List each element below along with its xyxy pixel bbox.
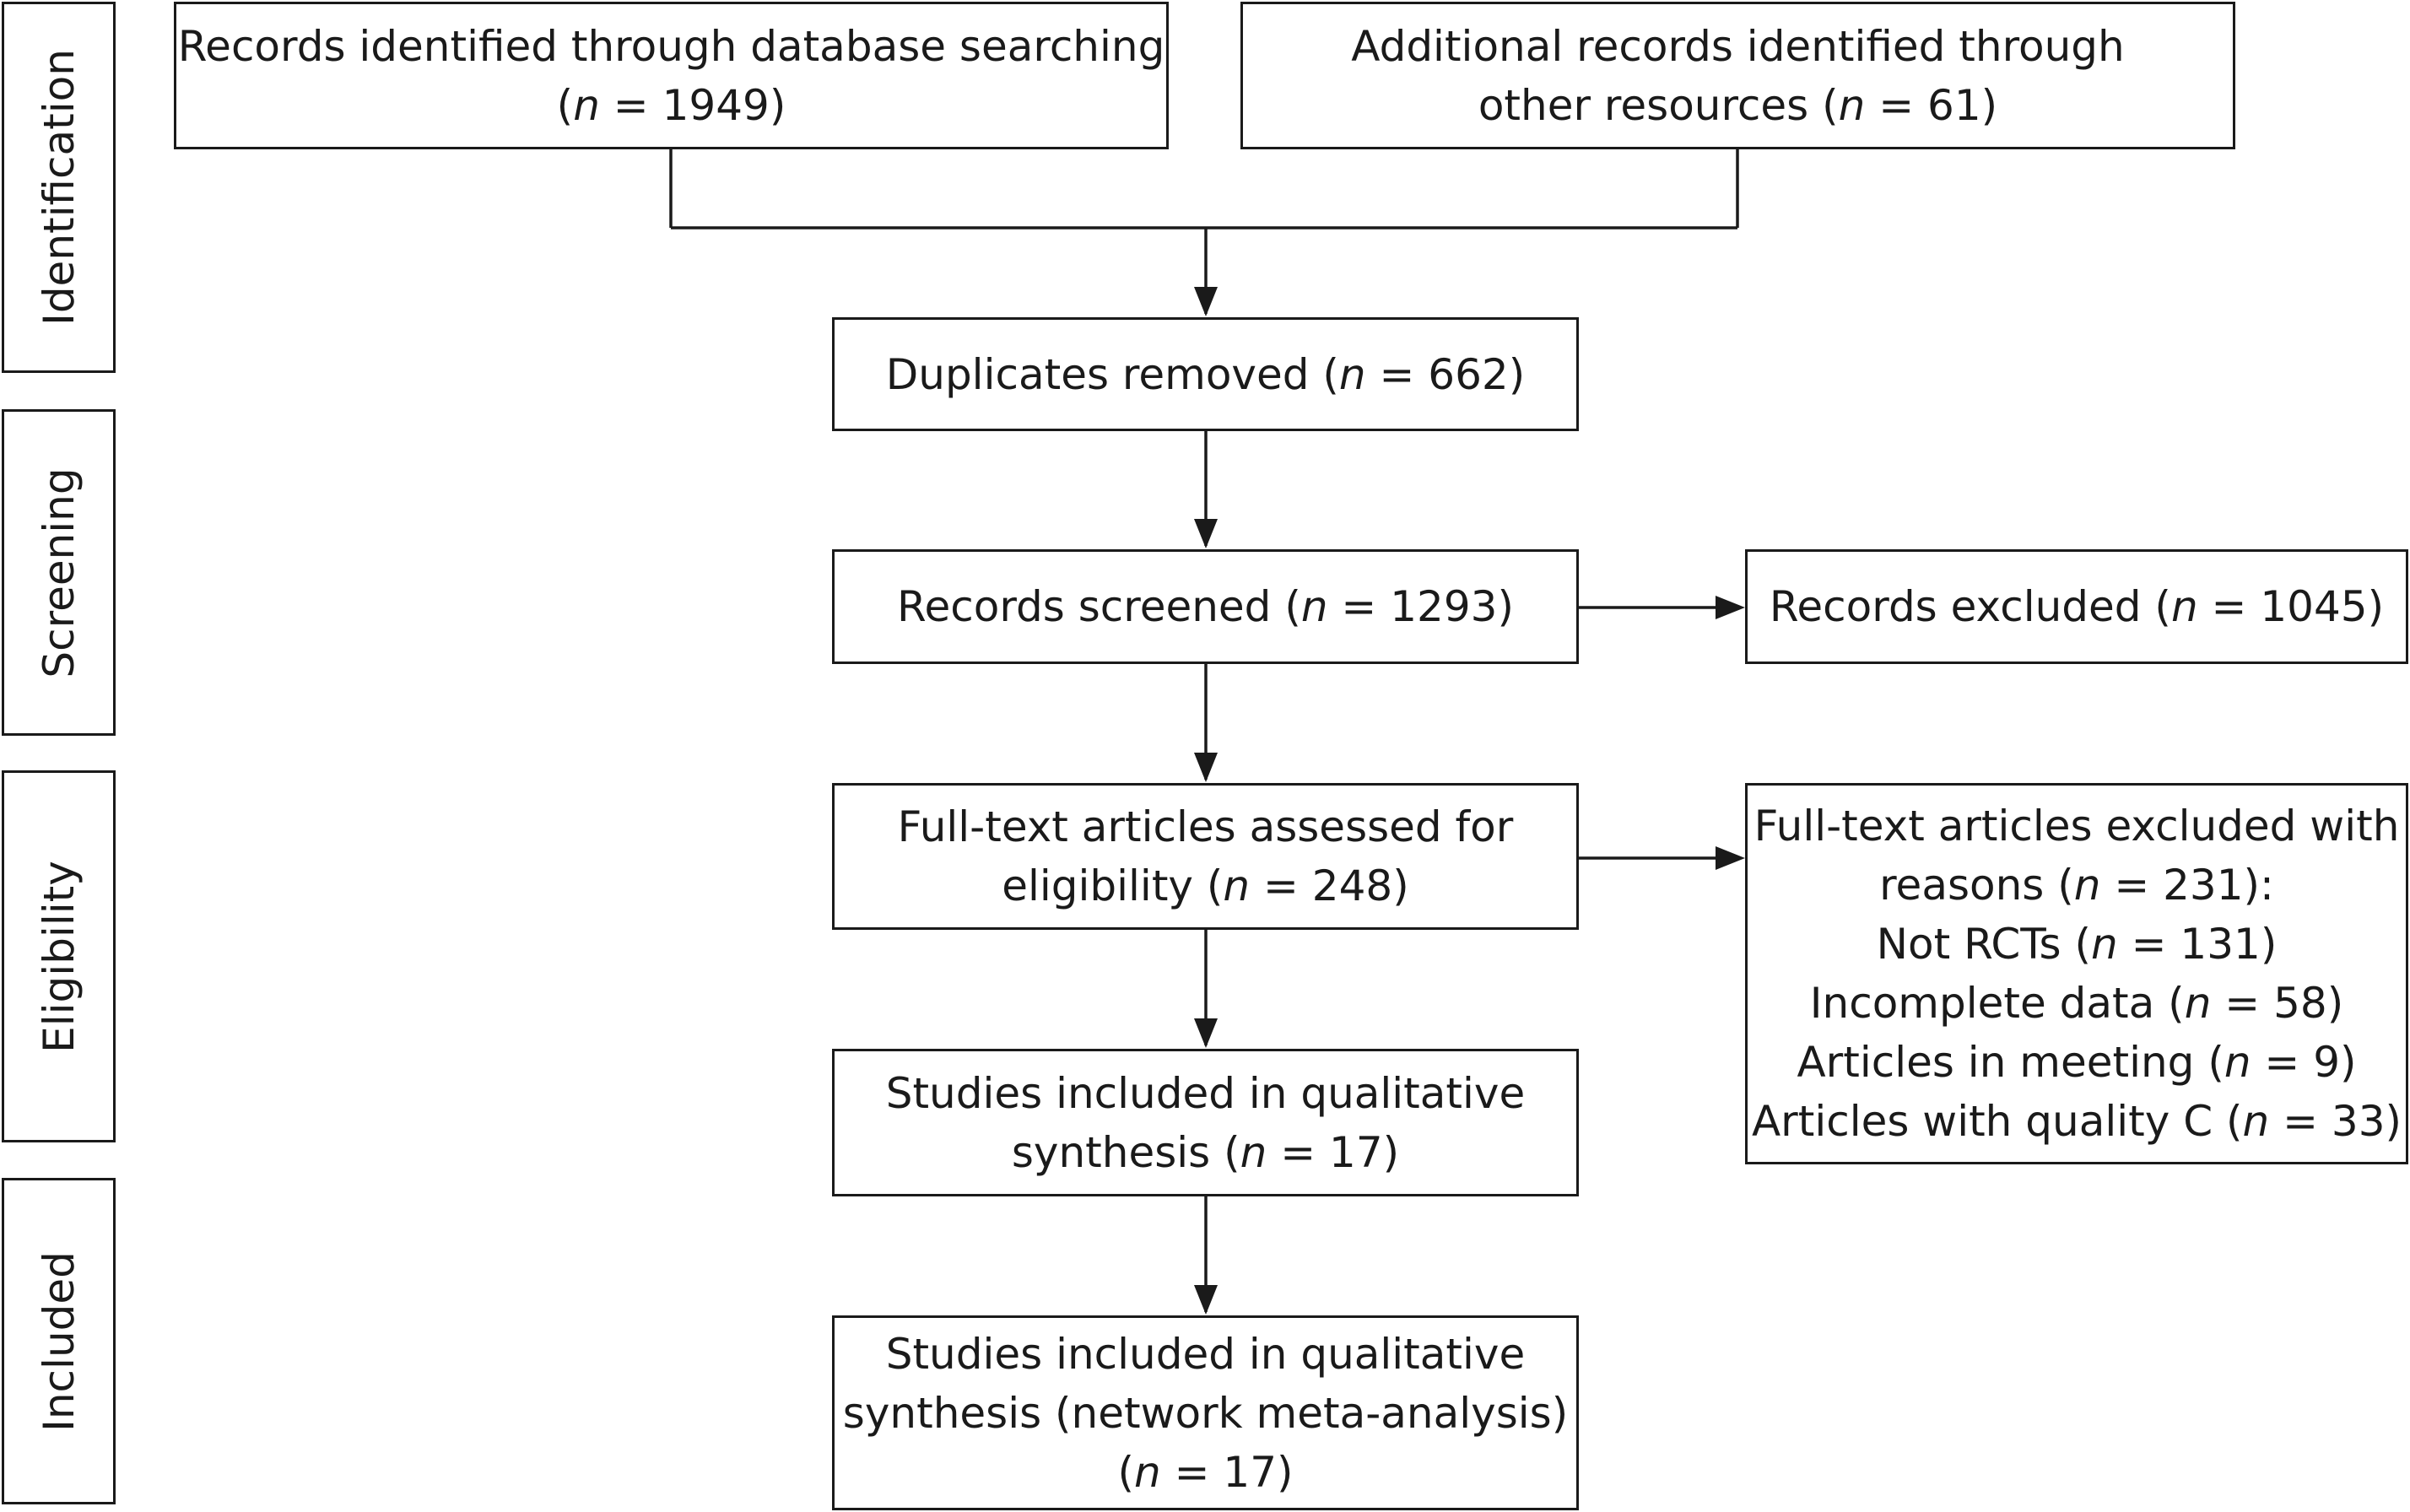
reason-articles-in-meeting: Articles in meeting (n = 9) bbox=[1797, 1038, 2357, 1087]
network-meta-analysis-box: Studies included in qualitative synthesi… bbox=[832, 1315, 1579, 1510]
fulltext-assessed-line1: Full-text articles assessed for bbox=[897, 802, 1514, 851]
additional-records-line1: Additional records identified through bbox=[1351, 21, 2125, 71]
arrowhead-screened bbox=[1194, 519, 1218, 548]
qualitative-synthesis-count: synthesis (n = 17) bbox=[1011, 1127, 1400, 1177]
stage-identification-label: Identification bbox=[34, 49, 84, 326]
records-screened-box: Records screened (n = 1293) bbox=[832, 549, 1579, 664]
records-excluded-text: Records excluded (n = 1045) bbox=[1769, 582, 2385, 631]
additional-records-box: Additional records identified through ot… bbox=[1240, 2, 2235, 149]
network-meta-analysis-line1: Studies included in qualitative bbox=[885, 1329, 1526, 1379]
records-excluded-box: Records excluded (n = 1045) bbox=[1745, 549, 2408, 664]
arrowhead-qualitative bbox=[1194, 1018, 1218, 1048]
reason-quality-c: Articles with quality C (n = 33) bbox=[1751, 1097, 2402, 1146]
records-screened-text: Records screened (n = 1293) bbox=[897, 582, 1514, 631]
fulltext-assessed-box: Full-text articles assessed for eligibil… bbox=[832, 783, 1579, 930]
additional-records-count: other resources (n = 61) bbox=[1478, 80, 1998, 130]
database-records-count: (n = 1949) bbox=[556, 80, 786, 130]
arrowhead-fulltext bbox=[1194, 753, 1218, 782]
qualitative-synthesis-line1: Studies included in qualitative bbox=[885, 1068, 1526, 1118]
stage-included-label: Included bbox=[34, 1250, 84, 1432]
database-records-line1: Records identified through database sear… bbox=[177, 21, 1165, 71]
fulltext-assessed-count: eligibility (n = 248) bbox=[1002, 861, 1409, 910]
duplicates-removed-text: Duplicates removed (n = 662) bbox=[885, 349, 1526, 399]
stage-screening: Screening bbox=[2, 409, 116, 736]
duplicates-removed-box: Duplicates removed (n = 662) bbox=[832, 317, 1579, 431]
stage-included: Included bbox=[2, 1178, 116, 1504]
database-records-box: Records identified through database sear… bbox=[174, 2, 1169, 149]
stage-identification: Identification bbox=[2, 2, 116, 373]
stage-screening-label: Screening bbox=[34, 467, 84, 678]
reason-not-rcts: Not RCTs (n = 131) bbox=[1876, 920, 2278, 969]
qualitative-synthesis-box: Studies included in qualitative synthesi… bbox=[832, 1049, 1579, 1196]
network-meta-analysis-line2: synthesis (network meta-analysis) bbox=[842, 1388, 1569, 1438]
fulltext-excluded-line1: Full-text articles excluded with bbox=[1753, 802, 2400, 850]
arrowhead-excluded bbox=[1716, 596, 1745, 619]
fulltext-excluded-box: Full-text articles excluded with reasons… bbox=[1745, 783, 2408, 1164]
stage-eligibility: Eligibility bbox=[2, 770, 116, 1142]
fulltext-excluded-total: reasons (n = 231): bbox=[1879, 861, 2274, 910]
reason-incomplete-data: Incomplete data (n = 58) bbox=[1809, 979, 2344, 1028]
network-meta-analysis-count: (n = 17) bbox=[1117, 1447, 1294, 1497]
arrowhead-duplicates bbox=[1194, 287, 1218, 316]
arrowhead-fulltext-excluded bbox=[1716, 846, 1745, 870]
arrowhead-quantitative bbox=[1194, 1285, 1218, 1315]
stage-eligibility-label: Eligibility bbox=[34, 860, 84, 1053]
